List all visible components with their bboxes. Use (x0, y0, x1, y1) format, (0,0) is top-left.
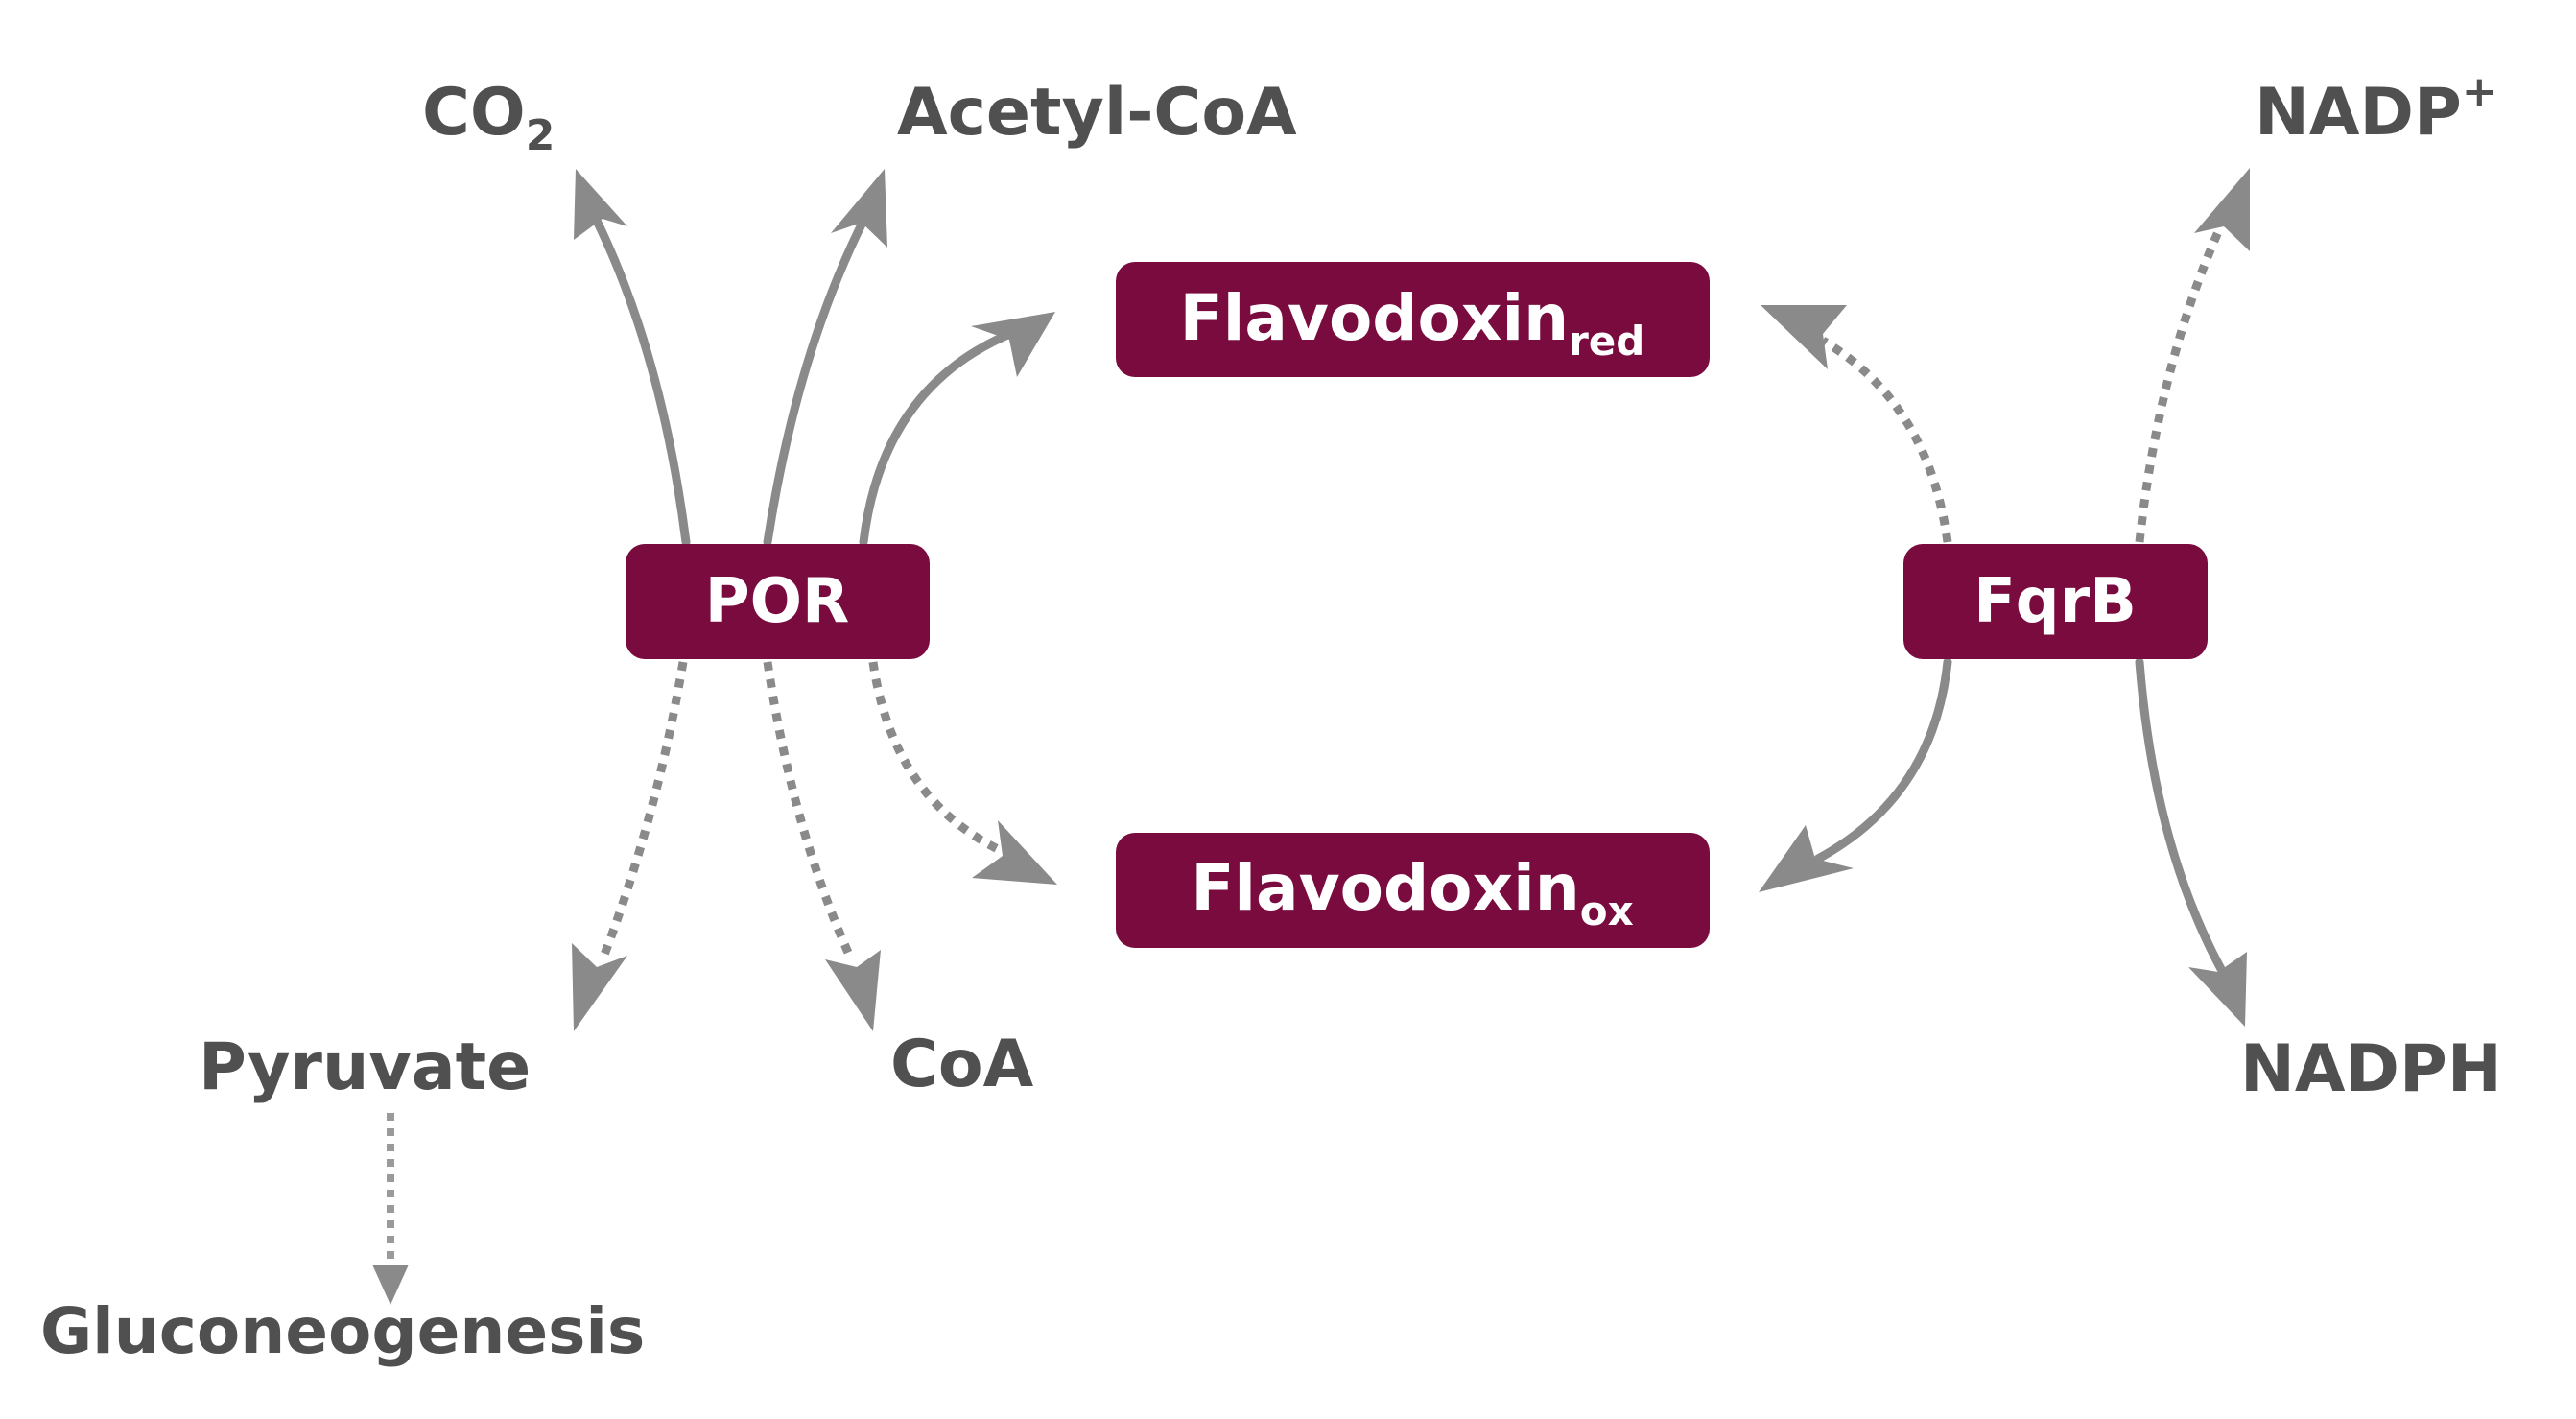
nadp-plus-base: NADP (2255, 75, 2462, 151)
acetyl-coa-label: Acetyl-CoA (897, 75, 1297, 151)
nadph-label: NADPH (2240, 1031, 2502, 1107)
fqrb-node: FqrB (1903, 544, 2208, 659)
coa-label: CoA (890, 1027, 1034, 1102)
por-node: POR (626, 544, 930, 659)
co2-base: CO (422, 75, 526, 151)
arrow-fqrb-to-nadp-plus (2135, 168, 2250, 543)
arrow-fqrb-to-flavodoxin-red (1761, 305, 1952, 543)
flavodoxin-red-node: Flavodoxinred (1116, 262, 1710, 377)
arrow-por-to-co2 (574, 169, 691, 547)
gluconeogenesis-label: Gluconeogenesis (40, 1294, 645, 1368)
nadp-plus-sup: + (2462, 67, 2497, 116)
svg-text:Flavodoxinox: Flavodoxinox (1191, 851, 1633, 934)
fqrb-label: FqrB (1973, 566, 2137, 637)
co2-label: CO2 (422, 75, 555, 160)
flavodoxin-ox-base: Flavodoxin (1191, 851, 1579, 925)
arrow-pyruvate-to-gluconeogenesis (372, 1113, 409, 1305)
arrow-por-to-flavodoxin-ox (868, 661, 1057, 885)
arrow-pyruvate-from-por (572, 661, 688, 1031)
arrow-fqrb-to-nadph (2135, 657, 2247, 1027)
arrow-coa-from-por (763, 661, 881, 1031)
arrow-fqrb-to-flavodoxin-ox (1759, 657, 1952, 892)
flavodoxin-red-sub: red (1569, 318, 1644, 365)
flavodoxin-red-base: Flavodoxin (1180, 281, 1569, 355)
nadp-plus-label: NADP+ (2255, 67, 2497, 151)
co2-sub: 2 (526, 111, 555, 160)
por-label: POR (705, 566, 850, 637)
flavodoxin-ox-sub: ox (1580, 887, 1634, 934)
pyruvate-label: Pyruvate (199, 1029, 531, 1105)
arrow-por-to-flavodoxin-red (859, 312, 1055, 547)
flavodoxin-ox-node: Flavodoxinox (1116, 833, 1710, 948)
arrow-por-to-acetyl-coa (763, 169, 887, 547)
svg-text:Flavodoxinred: Flavodoxinred (1180, 281, 1645, 365)
